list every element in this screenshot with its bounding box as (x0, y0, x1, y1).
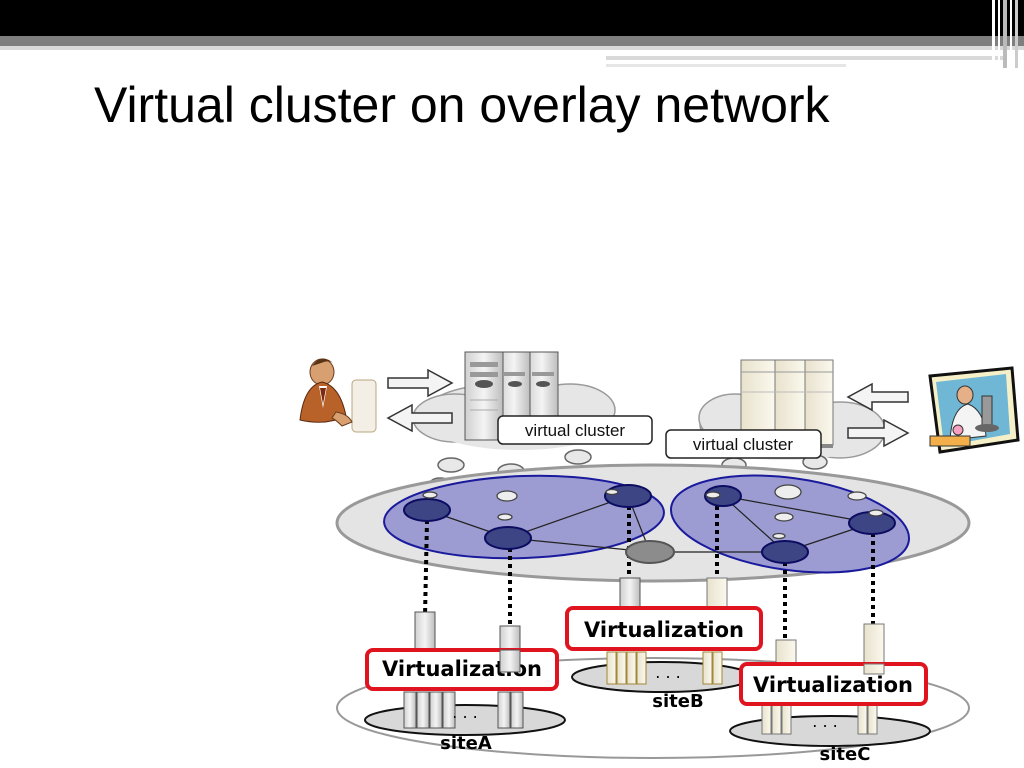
overlapping-servers (499, 649, 885, 675)
svg-text:virtual cluster: virtual cluster (693, 435, 793, 454)
slide-title: Virtual cluster on overlay network (94, 77, 830, 133)
arrow-right-icon (387, 368, 454, 398)
svg-text:virtual cluster: virtual cluster (525, 421, 625, 440)
header-bar (0, 0, 1024, 68)
site-c-label: siteC (820, 744, 871, 765)
arrow-left-icon (846, 382, 909, 412)
arrow-left-icon (386, 403, 453, 433)
virtual-cluster-region-left (383, 474, 665, 560)
site-a-ellipsis: . . . (452, 703, 477, 722)
user-icon (299, 358, 377, 433)
virtualization-box-b: Virtualization (565, 606, 763, 651)
virtual-cluster-label-left: virtual cluster (497, 415, 653, 445)
site-c-ellipsis: . . . (812, 712, 837, 731)
site-b-label: siteB (652, 691, 703, 712)
virtual-cluster-label-right: virtual cluster (665, 429, 822, 459)
virtualization-box-c: Virtualization (739, 662, 928, 706)
virtualization-label: Virtualization (753, 673, 913, 697)
scientist-icon (928, 366, 1020, 454)
site-a-label: siteA (440, 733, 492, 754)
dotted-connectors (423, 506, 875, 644)
network-nodes (403, 484, 896, 564)
site-b-ellipsis: . . . (655, 663, 680, 682)
virtualization-box-a: Virtualization (365, 648, 559, 691)
arrow-right-icon (847, 418, 910, 448)
virtualization-label: Virtualization (584, 618, 744, 642)
